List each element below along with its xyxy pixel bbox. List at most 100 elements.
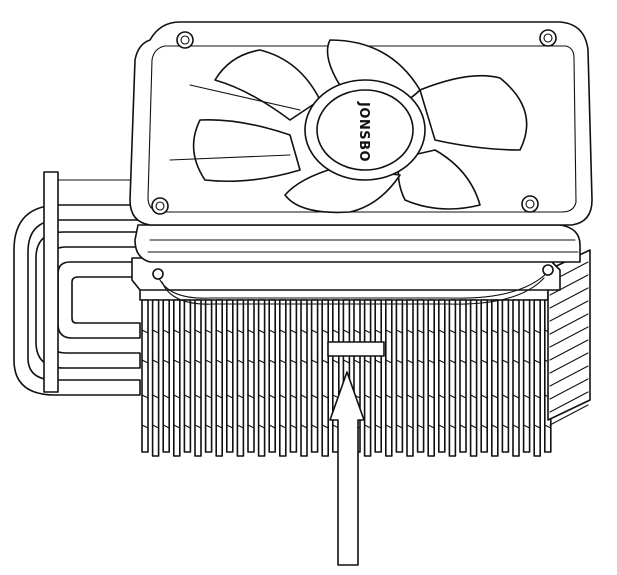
- fin-notch: [374, 394, 382, 399]
- fin-notch: [332, 359, 340, 364]
- fin-notch: [512, 424, 520, 429]
- center-bracket: [327, 341, 385, 357]
- fin-notch: [321, 424, 329, 429]
- fin-notch: [448, 359, 456, 364]
- fin-notch: [438, 424, 446, 429]
- fin-notch: [364, 329, 372, 334]
- fin-notch: [141, 359, 149, 364]
- fin-notch: [533, 329, 541, 334]
- fin-notch: [311, 424, 319, 429]
- fin-notch: [226, 394, 234, 399]
- fin-notch: [427, 394, 435, 399]
- heatsink-fin: [438, 299, 446, 453]
- fin-notch: [205, 394, 213, 399]
- heatsink-fin: [236, 299, 245, 457]
- side-fin-edge: [549, 352, 589, 374]
- fin-notch: [279, 424, 287, 429]
- heatsink-fin: [363, 299, 372, 457]
- fin-notch: [247, 329, 255, 334]
- fin-notch: [427, 329, 435, 334]
- fin-notch: [173, 359, 181, 364]
- fin-notch: [215, 329, 223, 334]
- heatsink-fin: [141, 299, 149, 453]
- fin-notch: [236, 424, 244, 429]
- fin-notch: [480, 359, 488, 364]
- fin-notch: [152, 394, 160, 399]
- fin-notch: [279, 359, 287, 364]
- side-fin-edge: [549, 300, 589, 322]
- fin-notch: [364, 359, 372, 364]
- fin-notch: [417, 359, 425, 364]
- fin-notch: [459, 424, 467, 429]
- fin-notch: [268, 359, 276, 364]
- fin-notch: [342, 329, 350, 334]
- fin-notch: [491, 359, 499, 364]
- fin-notch: [523, 359, 531, 364]
- fin-notch: [427, 424, 435, 429]
- heatsink-fin: [491, 299, 499, 457]
- fin-notch: [459, 394, 467, 399]
- heatsink-fin: [469, 299, 478, 457]
- fin-notch: [438, 359, 446, 364]
- fin-notch: [183, 394, 191, 399]
- heatsink-fin: [247, 299, 255, 453]
- fin-notch: [215, 424, 223, 429]
- fin-notch: [491, 424, 499, 429]
- fin-notch: [501, 424, 509, 429]
- fin-notch: [268, 424, 276, 429]
- fin-notch: [141, 424, 149, 429]
- brand-logo-text: JONSBO: [356, 101, 371, 162]
- fin-notch: [533, 424, 541, 429]
- fin-notch: [321, 359, 329, 364]
- fin-notch: [395, 359, 403, 364]
- fin-notch: [427, 359, 435, 364]
- heatsink-fin: [501, 299, 510, 453]
- side-fin-edge: [549, 274, 589, 296]
- fin-notch: [491, 329, 499, 334]
- fin-notch: [364, 424, 372, 429]
- heatsink-fin: [512, 299, 520, 457]
- fin-notch: [183, 329, 191, 334]
- mounting-clip: [152, 264, 554, 305]
- fin-notch: [406, 329, 414, 334]
- fin-notch: [470, 359, 478, 364]
- fin-notch: [395, 424, 403, 429]
- fin-notch: [523, 424, 531, 429]
- heatsink-fin: [162, 299, 170, 453]
- fin-notch: [236, 394, 244, 399]
- fin-notch: [438, 329, 446, 334]
- fin-notch: [480, 424, 488, 429]
- fin-notch: [480, 329, 488, 334]
- side-fin-edge: [549, 287, 589, 309]
- fin-notch: [194, 424, 202, 429]
- fin-notch: [289, 359, 297, 364]
- fin-notch: [459, 329, 467, 334]
- fin-notch: [300, 329, 308, 334]
- fan-hub-logo: JONSBO: [356, 101, 371, 162]
- fin-notch: [501, 394, 509, 399]
- fin-notch: [332, 329, 340, 334]
- heatsink-fin: [226, 299, 234, 453]
- heatsink-fin: [183, 299, 192, 453]
- heatsink-fin-stack: [139, 287, 552, 457]
- fin-notch: [194, 359, 202, 364]
- fin-notch: [236, 329, 244, 334]
- heatsink-fin: [194, 299, 202, 457]
- fin-notch: [533, 359, 541, 364]
- heat-pipes: [13, 171, 141, 396]
- fin-notch: [258, 394, 266, 399]
- fin-notch: [523, 394, 531, 399]
- fin-notch: [183, 359, 191, 364]
- fin-notch: [215, 359, 223, 364]
- fin-notch: [300, 359, 308, 364]
- fin-notch: [321, 329, 329, 334]
- fan-hub: JONSBO: [304, 79, 426, 181]
- fin-notch: [226, 329, 234, 334]
- fin-notch: [173, 424, 181, 429]
- fin-notch: [417, 329, 425, 334]
- fin-notch: [385, 329, 393, 334]
- heatsink-fin: [321, 299, 329, 457]
- fin-notch: [512, 394, 520, 399]
- fin-notch: [374, 359, 382, 364]
